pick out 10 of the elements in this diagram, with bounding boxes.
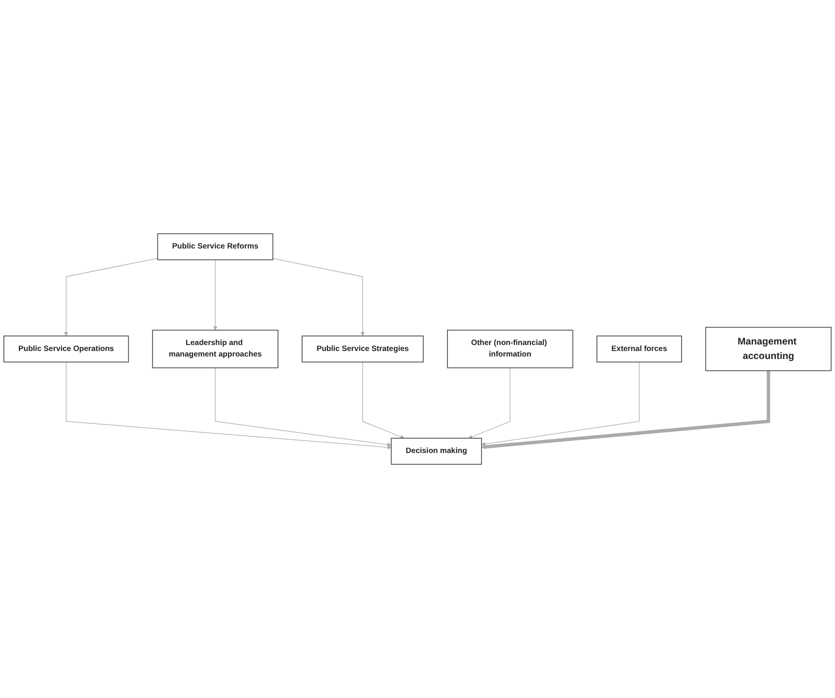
arrow [481, 362, 640, 446]
arrow [214, 368, 392, 447]
node-box: Management accounting [705, 326, 832, 372]
arrow [66, 362, 392, 450]
arrow [468, 368, 510, 439]
arrow [272, 258, 365, 336]
arrow [213, 259, 218, 330]
arrow [481, 370, 770, 449]
arrow [64, 258, 158, 336]
arrow [362, 362, 404, 439]
